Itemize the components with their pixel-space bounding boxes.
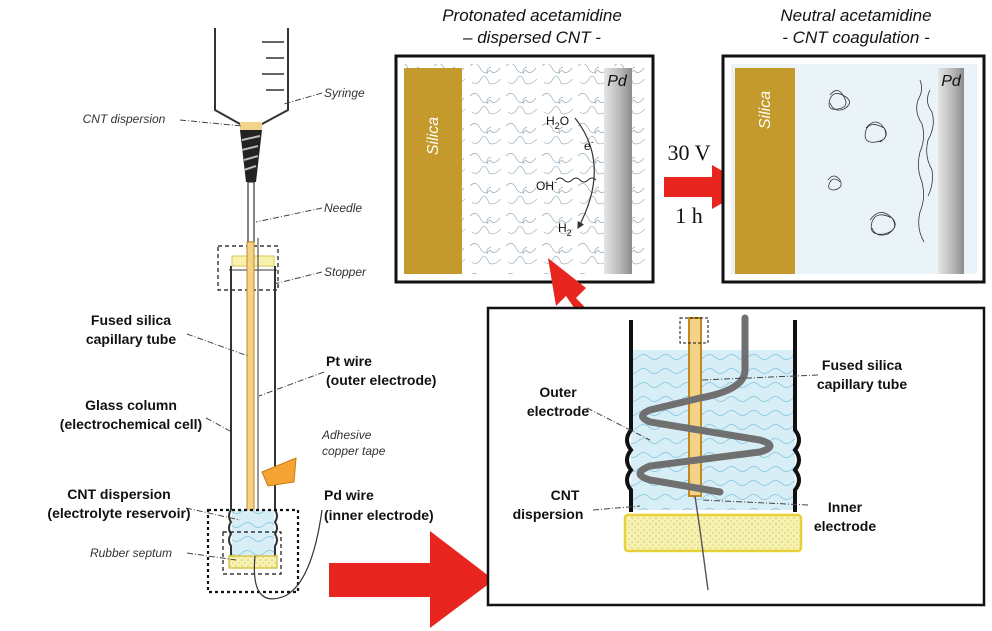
label-syringe: Syringe <box>324 86 365 100</box>
panel-cnt-coagulation: Silica Pd <box>721 54 986 284</box>
apparatus <box>206 28 323 600</box>
zoom-outer-label-2: electrode <box>527 403 589 419</box>
outer-electrode-coil <box>636 314 774 496</box>
label-adhesive-2: copper tape <box>322 444 386 458</box>
hydroxide-label: OH- <box>536 177 557 193</box>
capillary-tube-zoom <box>688 317 702 497</box>
big-zoom-arrow <box>329 531 494 628</box>
h2-label: H2 <box>558 221 572 238</box>
label-glass-column-1: Glass column <box>85 397 177 413</box>
zoom-fused-label-1: Fused silica <box>822 357 902 373</box>
copper-tape <box>261 457 297 487</box>
header-right-line2: - CNT coagulation - <box>782 28 930 47</box>
zoom-inner-label-1: Inner <box>828 499 863 515</box>
silica-label-right: Silica <box>757 91 774 129</box>
header-left-line2: – dispersed CNT - <box>462 28 601 47</box>
zoom-cnt-label-2: dispersion <box>513 506 584 522</box>
cnt-clumps <box>827 79 934 243</box>
silica-bar-left <box>404 68 462 274</box>
label-pt-wire-1: Pt wire <box>326 353 372 369</box>
silica-label-left: Silica <box>425 117 442 155</box>
label-stopper: Stopper <box>324 265 367 279</box>
header-right-line1: Neutral acetamidine <box>780 6 931 25</box>
label-cnt-dispersion-top: CNT dispersion <box>83 112 166 126</box>
needle <box>247 181 255 243</box>
label-fused-silica-1: Fused silica <box>91 312 171 328</box>
label-pt-wire-2: (outer electrode) <box>326 372 436 388</box>
pd-label-right: Pd <box>941 73 962 90</box>
label-fused-silica-2: capillary tube <box>86 331 176 347</box>
zoom-cnt-label-1: CNT <box>551 487 580 503</box>
electron-label: e- <box>584 137 594 153</box>
label-adhesive-1: Adhesive <box>321 428 372 442</box>
silica-bar-right <box>735 68 795 274</box>
rubber-septum <box>228 555 278 569</box>
zoom-inner-label-2: electrode <box>814 518 876 534</box>
label-cnt-disp-2: (electrolyte reservoir) <box>47 505 190 521</box>
panel-dispersed-cnt: Silica Pd H2O e- OH- H2 <box>394 54 655 284</box>
capillary-tube <box>246 241 255 555</box>
label-pd-wire-1: Pd wire <box>324 487 374 503</box>
label-cnt-disp-1: CNT dispersion <box>67 486 170 502</box>
label-needle: Needle <box>324 201 362 215</box>
label-pd-wire-2: (inner electrode) <box>324 507 434 523</box>
pd-label-left: Pd <box>607 73 628 90</box>
zoom-box <box>486 306 986 607</box>
h2o-label: H2O <box>546 114 569 131</box>
header-left-line1: Protonated acetamidine <box>442 6 622 25</box>
zoom-fused-label-2: capillary tube <box>817 376 907 392</box>
zoom-outer-label-1: Outer <box>539 384 577 400</box>
pd-electrode-right <box>938 68 964 274</box>
label-rubber-septum: Rubber septum <box>90 546 172 560</box>
label-glass-column-2: (electrochemical cell) <box>60 416 202 432</box>
pd-electrode-left <box>604 68 632 274</box>
septum-zoom <box>623 513 803 553</box>
time-label: 1 h <box>675 203 703 228</box>
voltage-label: 30 V <box>668 140 711 165</box>
